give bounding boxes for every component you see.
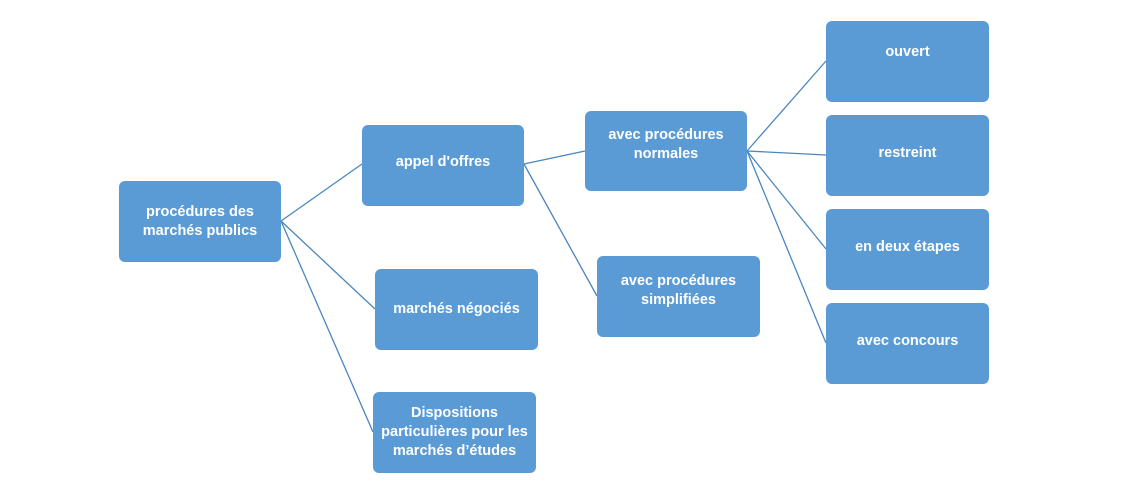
node-label: avec procédures normales xyxy=(608,127,724,162)
node-label: ouvert xyxy=(885,44,930,60)
connector-root-dispositions xyxy=(280,220,374,433)
node-label: restreint xyxy=(878,145,937,161)
node-procedures-simplifiees: avec procédures simplifiées xyxy=(597,256,760,337)
connector-normales-deux-etapes xyxy=(746,150,827,250)
node-appel-offres: appel d'offres xyxy=(362,125,524,206)
connector-normales-ouvert xyxy=(746,60,827,152)
node-label: Dispositions particulières pour les marc… xyxy=(381,405,528,459)
node-dispositions-particulieres: Dispositions particulières pour les marc… xyxy=(373,392,536,473)
node-label: avec procédures simplifiées xyxy=(620,272,737,308)
node-label: en deux étapes xyxy=(855,239,960,255)
connector-appel-offres-simplifiees xyxy=(523,163,598,297)
node-label: avec concours xyxy=(856,333,959,349)
connector-root-appel-offres xyxy=(280,163,363,222)
connector-appel-offres-normales xyxy=(523,150,586,165)
node-marches-negocies: marchés négociés xyxy=(375,269,538,350)
node-label: marchés négociés xyxy=(393,301,520,317)
node-en-deux-etapes: en deux étapes xyxy=(826,209,989,290)
node-ouvert: ouvert xyxy=(826,21,989,102)
connector-normales-restreint xyxy=(746,150,827,156)
node-label: appel d'offres xyxy=(395,154,491,170)
connector-normales-concours xyxy=(746,150,827,344)
node-procedures-marches-publics: procédures des marchés publics xyxy=(119,181,281,262)
node-restreint: restreint xyxy=(826,115,989,196)
node-label: procédures des marchés publics xyxy=(142,203,258,239)
node-avec-concours: avec concours xyxy=(826,303,989,384)
node-procedures-normales: avec procédures normales xyxy=(585,111,747,191)
connector-root-marches-negocies xyxy=(280,220,376,310)
